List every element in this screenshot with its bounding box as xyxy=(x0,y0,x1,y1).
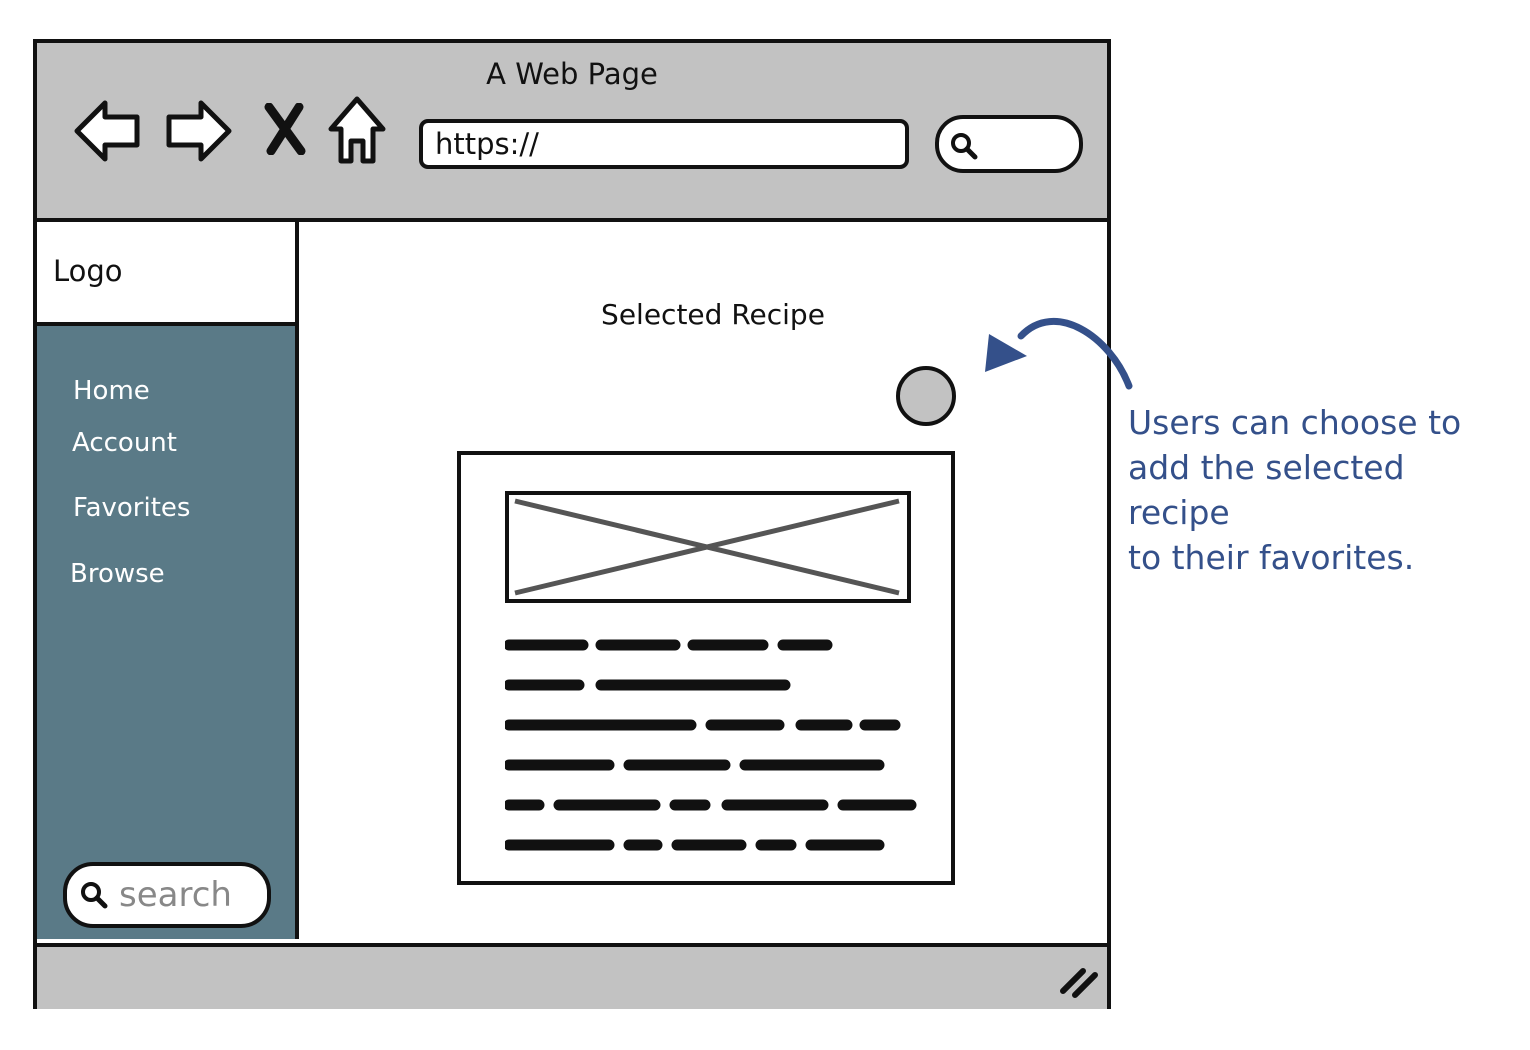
close-x-icon[interactable] xyxy=(263,103,307,155)
sidebar-item-favorites[interactable]: Favorites xyxy=(73,493,191,523)
annotation-line: add the selected xyxy=(1128,448,1405,487)
image-placeholder-icon xyxy=(505,491,911,603)
annotation-arrow-icon xyxy=(985,318,1133,390)
sidebar-item-browse[interactable]: Browse xyxy=(70,559,165,589)
url-input[interactable]: https:// xyxy=(419,119,909,169)
logo: Logo xyxy=(53,254,123,288)
annotation-line: recipe xyxy=(1128,493,1230,532)
sidebar-item-home[interactable]: Home xyxy=(73,376,150,406)
page-title: Selected Recipe xyxy=(601,298,825,331)
browser-titlebar: A Web Page https:// xyxy=(37,43,1107,222)
window-title: A Web Page xyxy=(486,57,658,91)
back-arrow-icon[interactable] xyxy=(71,97,143,163)
main-content: Selected Recipe xyxy=(299,222,1107,939)
recipe-card[interactable] xyxy=(457,451,955,885)
sidebar-search-input[interactable]: search xyxy=(63,862,271,928)
browser-search-field[interactable] xyxy=(935,115,1083,173)
home-icon[interactable] xyxy=(327,95,387,165)
annotation-note: Users can choose to add the selected rec… xyxy=(1128,400,1518,580)
search-icon xyxy=(81,882,108,909)
browser-statusbar xyxy=(37,943,1107,1009)
annotation-line: Users can choose to xyxy=(1128,403,1462,442)
text-placeholder xyxy=(505,639,917,851)
sidebar: Logo Home Account Favorites Browse searc… xyxy=(37,222,299,939)
add-to-favorites-button[interactable] xyxy=(896,366,956,426)
sidebar-item-account[interactable]: Account xyxy=(72,428,177,458)
logo-box: Logo xyxy=(37,222,295,326)
forward-arrow-icon[interactable] xyxy=(163,97,235,163)
annotation-line: to their favorites. xyxy=(1128,538,1415,577)
browser-window: A Web Page https:// Logo Home Ac xyxy=(33,39,1111,1009)
resize-grip-icon[interactable] xyxy=(1059,965,1099,999)
search-icon xyxy=(951,133,978,160)
search-placeholder: search xyxy=(119,875,232,915)
